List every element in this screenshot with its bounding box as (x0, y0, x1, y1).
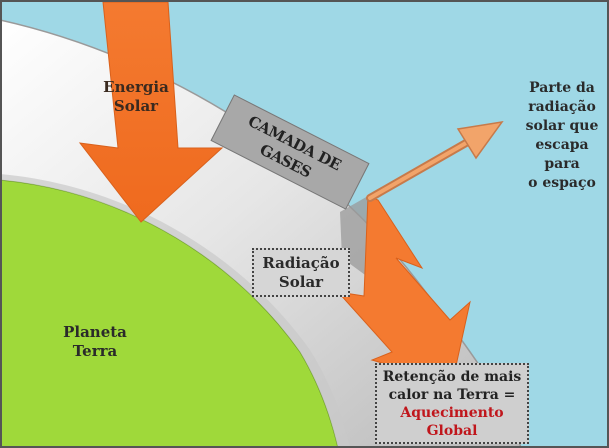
heat-retention-label: Retenção de mais calor na Terra = Aqueci… (375, 363, 529, 444)
global-warming-text-2: Global (426, 422, 478, 439)
escape-arrow-core (368, 141, 468, 200)
planet-earth (0, 179, 339, 448)
solar-radiation-label: Radiação Solar (252, 248, 350, 297)
energy-solar-label: Energia Solar (103, 78, 169, 115)
escape-arrow-head (456, 120, 504, 160)
planet-earth-label: Planeta Terra (63, 323, 127, 360)
incoming-energy-arrow (78, 1, 224, 223)
global-warming-text: Aquecimento (400, 404, 504, 421)
escaping-radiation-label: Parte da radiação solar que escapa para … (525, 80, 599, 191)
